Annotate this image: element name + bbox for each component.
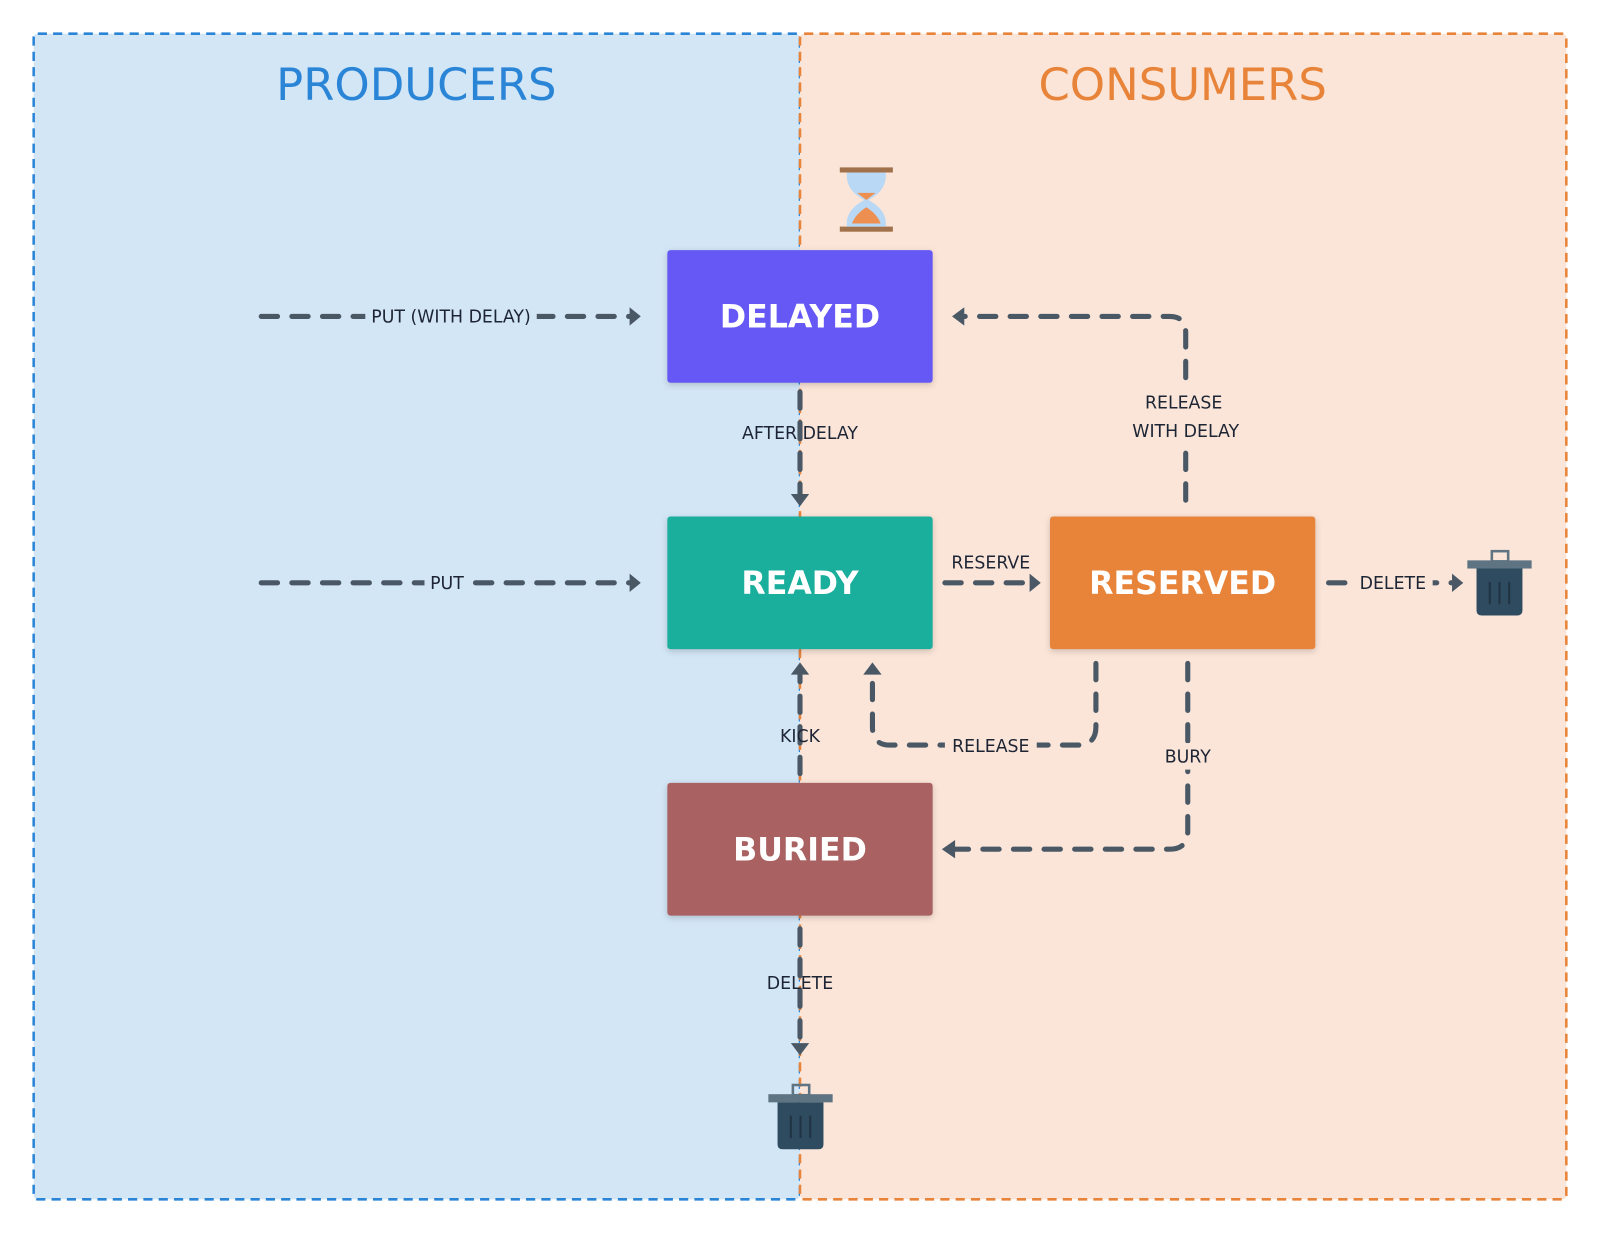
label-put: PUT — [430, 574, 464, 594]
trash-icon — [1467, 549, 1532, 616]
edge-kick: KICK — [780, 662, 821, 777]
edge-delete-buried: DELETE — [767, 926, 833, 1056]
edge-release: RELEASE — [863, 660, 1099, 758]
label-reserve: RESERVE — [951, 554, 1030, 574]
state-delayed[interactable]: DELAYED — [667, 250, 933, 383]
hourglass-icon — [839, 167, 893, 232]
state-buried-label: BURIED — [733, 832, 867, 868]
label-kick: KICK — [780, 727, 821, 747]
label-after-delay: AFTER DELAY — [742, 424, 858, 444]
state-ready[interactable]: READY — [667, 516, 933, 650]
edge-put-with-delay: PUT (WITH DELAY) — [258, 304, 641, 329]
edge-after-delay: AFTER DELAY — [742, 389, 858, 507]
label-release-with-delay-line1: RELEASE — [1145, 393, 1222, 413]
producers-title: PRODUCERS — [276, 58, 556, 111]
edge-bury: BURY — [941, 660, 1217, 859]
state-reserved[interactable]: RESERVED — [1050, 516, 1316, 650]
state-buried[interactable]: BURIED — [667, 782, 933, 916]
state-reserved-label: RESERVED — [1089, 566, 1276, 602]
label-release-with-delay-line2: WITH DELAY — [1132, 422, 1239, 442]
label-delete-buried: DELETE — [767, 974, 833, 994]
state-delayed-label: DELAYED — [720, 300, 880, 336]
label-put-with-delay: PUT (WITH DELAY) — [371, 308, 531, 328]
label-bury: BURY — [1165, 747, 1211, 767]
producers-lane-background — [32, 32, 802, 1201]
edge-put: PUT — [258, 570, 641, 596]
state-ready-label: READY — [741, 566, 859, 602]
edge-reserve: RESERVE — [942, 554, 1041, 593]
label-release: RELEASE — [952, 737, 1029, 757]
producers-lane: PRODUCERS — [32, 32, 802, 1201]
edge-delete-reserved: DELETE — [1326, 570, 1464, 596]
consumers-title: CONSUMERS — [1038, 58, 1326, 111]
label-delete-reserved: DELETE — [1360, 574, 1426, 594]
trash-icon — [768, 1083, 833, 1150]
edge-release-with-delay: RELEASE WITH DELAY — [952, 307, 1247, 503]
